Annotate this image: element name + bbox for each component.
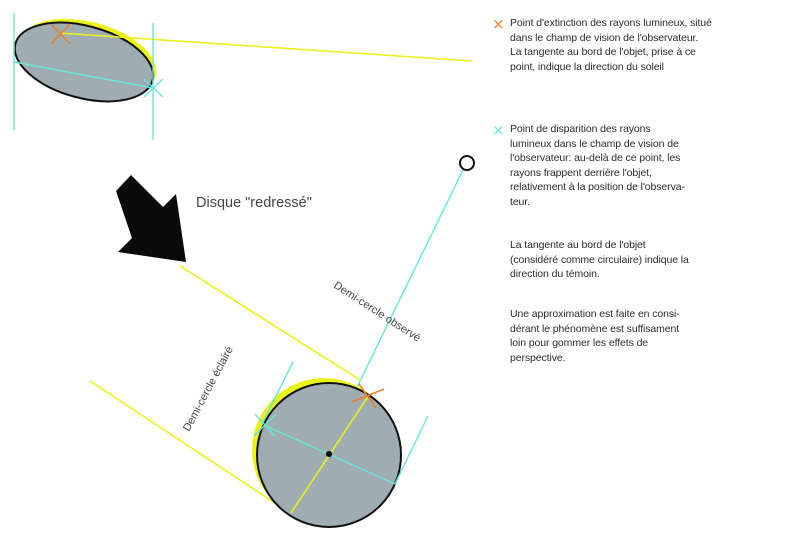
sun-tangent-line-top [59, 32, 473, 62]
cyan-tangent-upper [261, 361, 294, 425]
disappearance-marker-icon: × [492, 121, 505, 139]
label-demi-cercle-observe: Demi-cercle observé [331, 279, 422, 344]
observed-ellipse-group [13, 13, 473, 140]
note-disparition: Point de disparition des rayons lumineux… [510, 122, 800, 209]
sun-ray-upper [179, 265, 361, 381]
label-disque-redresse: Disque "redressé" [196, 195, 312, 211]
observer-circle [459, 155, 475, 171]
note-disparition-text: Point de disparition des rayons lumineux… [510, 123, 685, 208]
note-approximation-text: Une approximation est faite en consi- dé… [510, 308, 680, 364]
disappearance-point-marker-bottom [253, 413, 277, 437]
note-tangente: La tangente au bord de l'objet (considér… [510, 238, 800, 282]
extinction-marker-icon: × [492, 15, 505, 33]
observed-ellipse [13, 21, 155, 103]
disk-center-dot [326, 451, 332, 457]
arrow-icon [116, 175, 186, 262]
note-tangente-text: La tangente au bord de l'objet (considér… [510, 239, 689, 280]
extinction-point-marker-bottom [351, 383, 385, 409]
sun-ray-lower [89, 380, 291, 514]
note-approximation: Une approximation est faite en consi- dé… [510, 307, 800, 365]
note-extinction-text: Point d'extinction des rayons lumineux, … [510, 17, 712, 73]
cyan-tangent-lower [394, 415, 429, 485]
extinction-point-marker-top [50, 23, 71, 45]
straightened-disk-group [89, 265, 429, 528]
note-extinction: Point d'extinction des rayons lumineux, … [510, 16, 800, 74]
disappearance-point-marker-top [143, 78, 164, 98]
cyan-diameter-top [13, 61, 154, 89]
label-demi-cercle-eclaire: Demi-cercle éclairé [181, 345, 236, 434]
